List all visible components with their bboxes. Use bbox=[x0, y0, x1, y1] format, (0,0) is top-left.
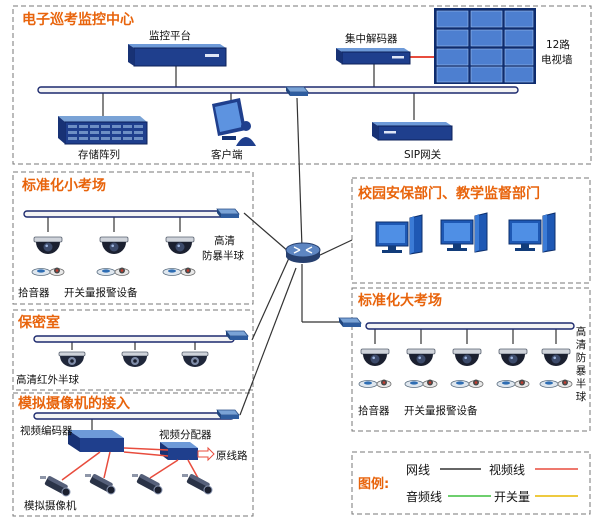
pickup-icon bbox=[539, 380, 559, 388]
storage-label: 存储阵列 bbox=[78, 148, 120, 161]
sip-gateway-label: SIP网关 bbox=[404, 148, 442, 161]
large-exam-dome-char: 半 bbox=[576, 377, 587, 390]
alarm-icon bbox=[49, 267, 65, 276]
dome-camera-icon bbox=[360, 348, 390, 367]
gateway-icon bbox=[372, 122, 453, 141]
legend-video-label: 视频线 bbox=[489, 462, 525, 477]
monitor-platform-label: 监控平台 bbox=[149, 29, 191, 42]
alarm-icon bbox=[514, 379, 530, 388]
pickup-icon bbox=[404, 380, 424, 388]
encoder-icon bbox=[68, 430, 124, 452]
legend-region bbox=[351, 451, 591, 515]
analog-title: 模拟摄像机的接入 bbox=[18, 395, 130, 412]
analog-camera-label: 模拟摄像机 bbox=[24, 499, 77, 512]
tv-wall-icon bbox=[434, 8, 536, 84]
legend-title: 图例: bbox=[358, 476, 389, 492]
small-exam-dome-label-line2: 防暴半球 bbox=[202, 249, 244, 262]
monitor-center-title: 电子巡考监控中心 bbox=[22, 11, 134, 28]
secret-room-region bbox=[12, 309, 254, 391]
dome-camera-icon bbox=[99, 236, 129, 255]
legend-switch-label: 开关量 bbox=[494, 490, 530, 504]
original-line-label: 原线路 bbox=[216, 449, 248, 462]
analog-switch-icon bbox=[216, 409, 240, 420]
large-exam-dome-label: 高清防暴半球 bbox=[576, 325, 587, 403]
large-exam-switch-icon bbox=[338, 317, 362, 328]
decoder-icon bbox=[336, 48, 411, 65]
small-exam-bus bbox=[23, 210, 239, 218]
splitter-label: 视频分配器 bbox=[159, 428, 212, 441]
large-exam-dome-char: 高 bbox=[576, 325, 587, 338]
analog-bus bbox=[33, 412, 235, 420]
storage-icon bbox=[58, 116, 148, 145]
large-exam-dome-char: 防 bbox=[576, 351, 587, 364]
desktop-pc-icon bbox=[440, 212, 488, 253]
center-network-bus bbox=[37, 86, 519, 94]
secret-room-bus bbox=[33, 335, 235, 343]
large-exam-region bbox=[351, 287, 591, 432]
client-label: 客户端 bbox=[211, 148, 243, 161]
small-exam-dome-label-line1: 高清 bbox=[214, 234, 235, 247]
small-exam-alarm-label: 开关量报警设备 bbox=[64, 286, 138, 299]
large-exam-pickup-label: 拾音器 bbox=[358, 404, 390, 417]
pickup-icon bbox=[96, 268, 116, 276]
secret-room-switch-icon bbox=[225, 330, 249, 341]
legend-audio-label: 音频线 bbox=[406, 489, 442, 504]
legend-network-label: 网线 bbox=[406, 463, 430, 477]
pickup-icon bbox=[496, 380, 516, 388]
dome-camera-icon bbox=[498, 348, 528, 367]
pickup-icon bbox=[358, 380, 378, 388]
dome-camera-icon bbox=[406, 348, 436, 367]
alarm-icon bbox=[376, 379, 392, 388]
ir-dome-label: 高清红外半球 bbox=[16, 373, 79, 386]
security-dept-region bbox=[351, 177, 591, 284]
ir-dome-camera-icon bbox=[181, 351, 209, 368]
large-exam-dome-char: 清 bbox=[576, 338, 587, 351]
alarm-icon bbox=[114, 267, 130, 276]
alarm-icon bbox=[422, 379, 438, 388]
desktop-pc-icon bbox=[375, 214, 423, 255]
large-exam-alarm-label: 开关量报警设备 bbox=[404, 404, 478, 417]
bullet-camera-icon bbox=[84, 472, 116, 495]
large-exam-title: 标准化大考场 bbox=[357, 292, 442, 309]
pickup-icon bbox=[31, 268, 51, 276]
ir-dome-camera-icon bbox=[121, 351, 149, 368]
tv-wall-label-line1: 12路 bbox=[546, 38, 570, 51]
network-links bbox=[47, 44, 557, 430]
large-exam-dome-char: 球 bbox=[576, 390, 587, 403]
dome-camera-icon bbox=[452, 348, 482, 367]
dome-camera-icon bbox=[541, 348, 571, 367]
ir-dome-camera-icon bbox=[58, 351, 86, 368]
splitter-icon bbox=[160, 442, 198, 460]
desktop-pc-icon bbox=[508, 212, 556, 253]
security-dept-title: 校园安保部门、教学监督部门 bbox=[358, 185, 540, 202]
large-exam-dome-char: 暴 bbox=[576, 365, 587, 377]
encoder-label: 视频编码器 bbox=[20, 424, 73, 437]
original-line-arrow bbox=[197, 446, 215, 462]
router-icon bbox=[285, 242, 321, 263]
alarm-icon bbox=[557, 379, 573, 388]
alarm-icon bbox=[180, 267, 196, 276]
video-lines bbox=[61, 447, 212, 481]
large-exam-bus bbox=[365, 322, 575, 330]
dome-camera-icon bbox=[165, 236, 195, 255]
pickup-icon bbox=[162, 268, 182, 276]
small-exam-region bbox=[12, 171, 254, 305]
small-exam-switch-icon bbox=[216, 208, 240, 219]
bullet-camera-icon bbox=[39, 474, 71, 497]
tv-wall-label-line2: 电视墙 bbox=[541, 53, 573, 66]
center-switch-icon bbox=[285, 86, 309, 97]
bullet-camera-icon bbox=[131, 472, 163, 495]
alarm-icon bbox=[468, 379, 484, 388]
server-icon bbox=[128, 44, 227, 67]
pickup-icon bbox=[450, 380, 470, 388]
analog-region bbox=[12, 392, 254, 517]
client-icon bbox=[212, 98, 256, 146]
central-decoder-label: 集中解码器 bbox=[345, 32, 398, 45]
secret-room-title: 保密室 bbox=[17, 314, 60, 331]
dome-camera-icon bbox=[33, 236, 63, 255]
small-exam-pickup-label: 拾音器 bbox=[18, 286, 50, 299]
small-exam-title: 标准化小考场 bbox=[21, 177, 106, 194]
monitor-center-region bbox=[12, 5, 592, 165]
